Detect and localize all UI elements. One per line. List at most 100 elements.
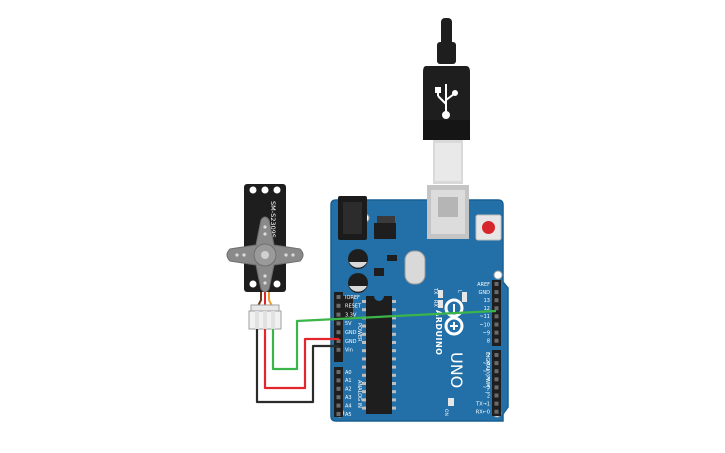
pin-label: ~10 <box>479 322 490 328</box>
chip-pin <box>362 398 366 402</box>
pin-label: Vin <box>345 348 353 354</box>
uno-model-label: UNO <box>447 352 466 388</box>
arduino-uno-board[interactable]: TX RX L ARDUINO UNO ON <box>330 185 509 422</box>
on-label: ON <box>443 409 449 416</box>
pin-label: A3 <box>345 395 352 401</box>
pin-label: RESET <box>345 304 362 310</box>
smd-component <box>374 268 384 276</box>
servo-connector[interactable] <box>248 304 282 330</box>
pin-label: TX→1 <box>475 401 490 407</box>
header-pin[interactable] <box>336 378 341 383</box>
header-pin[interactable] <box>336 321 341 326</box>
mounting-hole <box>493 270 503 280</box>
pin-label: ~6 <box>483 361 490 367</box>
chip-pin <box>362 341 366 344</box>
header-pin[interactable] <box>494 338 499 343</box>
chip-pin <box>392 324 396 328</box>
header-pin[interactable] <box>494 353 499 357</box>
usb-cable-wire <box>441 18 452 46</box>
wire-power-5v[interactable] <box>263 329 339 390</box>
wire-ground[interactable] <box>255 329 339 404</box>
chip-pin <box>392 398 396 402</box>
pin-label: 8 <box>487 339 490 345</box>
header-pin[interactable] <box>494 393 499 398</box>
usb-cable[interactable] <box>423 18 470 184</box>
arduino-brand-label: ARDUINO <box>434 310 443 355</box>
usb-plug-grip <box>423 120 470 140</box>
header-pin[interactable] <box>336 295 341 299</box>
chip-pin <box>362 373 366 377</box>
smd-component <box>387 255 397 261</box>
chip-pin <box>392 365 396 369</box>
on-led <box>448 398 454 406</box>
servo-lead <box>257 292 273 307</box>
rx-label: RX <box>432 300 438 307</box>
chip-pin <box>392 341 396 344</box>
status-leds: TX RX L <box>432 287 467 308</box>
pin-label: ~3 <box>483 385 490 391</box>
header-pin[interactable] <box>336 339 341 343</box>
wires[interactable] <box>255 309 497 404</box>
header-pin[interactable] <box>336 347 341 352</box>
pin-label: ~9 <box>483 330 490 336</box>
wire-signal[interactable] <box>271 309 497 371</box>
header-pin[interactable] <box>336 395 341 400</box>
header-pin[interactable] <box>494 385 499 390</box>
power-section-label: POWER <box>356 323 362 342</box>
header-pin[interactable] <box>494 314 499 319</box>
pin-label: RX←0 <box>476 410 490 416</box>
pin-label: 4 <box>487 377 490 383</box>
servo-mount-hole <box>249 280 257 288</box>
usb-icon <box>435 84 458 119</box>
tx-label: TX <box>432 287 438 295</box>
crystal-oscillator <box>404 250 426 285</box>
chip-pin <box>362 332 366 336</box>
chip-pin <box>362 365 366 369</box>
chip-pin <box>392 357 396 361</box>
chip-pin <box>392 349 396 353</box>
pin-label: A0 <box>345 370 352 376</box>
header-pin[interactable] <box>336 303 341 308</box>
servo-model-label: SM-S2309S <box>269 201 277 238</box>
header-pin[interactable] <box>494 369 499 374</box>
voltage-regulator <box>374 216 396 239</box>
header-pin[interactable] <box>494 282 499 286</box>
header-pin[interactable] <box>494 290 499 295</box>
pin-label: GND <box>479 290 491 296</box>
servo-horn[interactable] <box>226 216 304 293</box>
chip-pin <box>362 324 366 328</box>
header-pin[interactable] <box>494 409 499 414</box>
servo-mount-hole <box>249 186 257 194</box>
chip-pin <box>362 349 366 353</box>
header-pin[interactable] <box>494 330 499 335</box>
header-pin[interactable] <box>494 298 499 303</box>
header-pin[interactable] <box>336 412 341 416</box>
header-pin[interactable] <box>494 401 499 406</box>
chip-pin <box>392 390 396 394</box>
header-pin[interactable] <box>336 330 341 335</box>
header-pin[interactable] <box>336 403 341 408</box>
usb-b-port <box>427 185 469 239</box>
servo-motor[interactable]: SM-S2309S <box>226 184 304 330</box>
header-pin[interactable] <box>336 312 341 317</box>
header-pin[interactable] <box>336 386 341 391</box>
header-pin[interactable] <box>494 361 499 366</box>
pin-label: 2 <box>487 393 490 399</box>
servo-mount-hole <box>261 186 269 194</box>
header-pin[interactable] <box>494 377 499 382</box>
header-pin[interactable] <box>336 370 341 374</box>
chip-pin <box>392 332 396 336</box>
servo-mount-hole <box>273 280 281 288</box>
chip-pin <box>362 382 366 385</box>
pin-label: ~11 <box>479 314 490 320</box>
reset-button[interactable] <box>475 214 502 241</box>
header-pin[interactable] <box>494 322 499 327</box>
header-pin[interactable] <box>494 306 499 311</box>
chip-pin <box>362 390 366 394</box>
usb-strain-relief <box>437 42 456 64</box>
